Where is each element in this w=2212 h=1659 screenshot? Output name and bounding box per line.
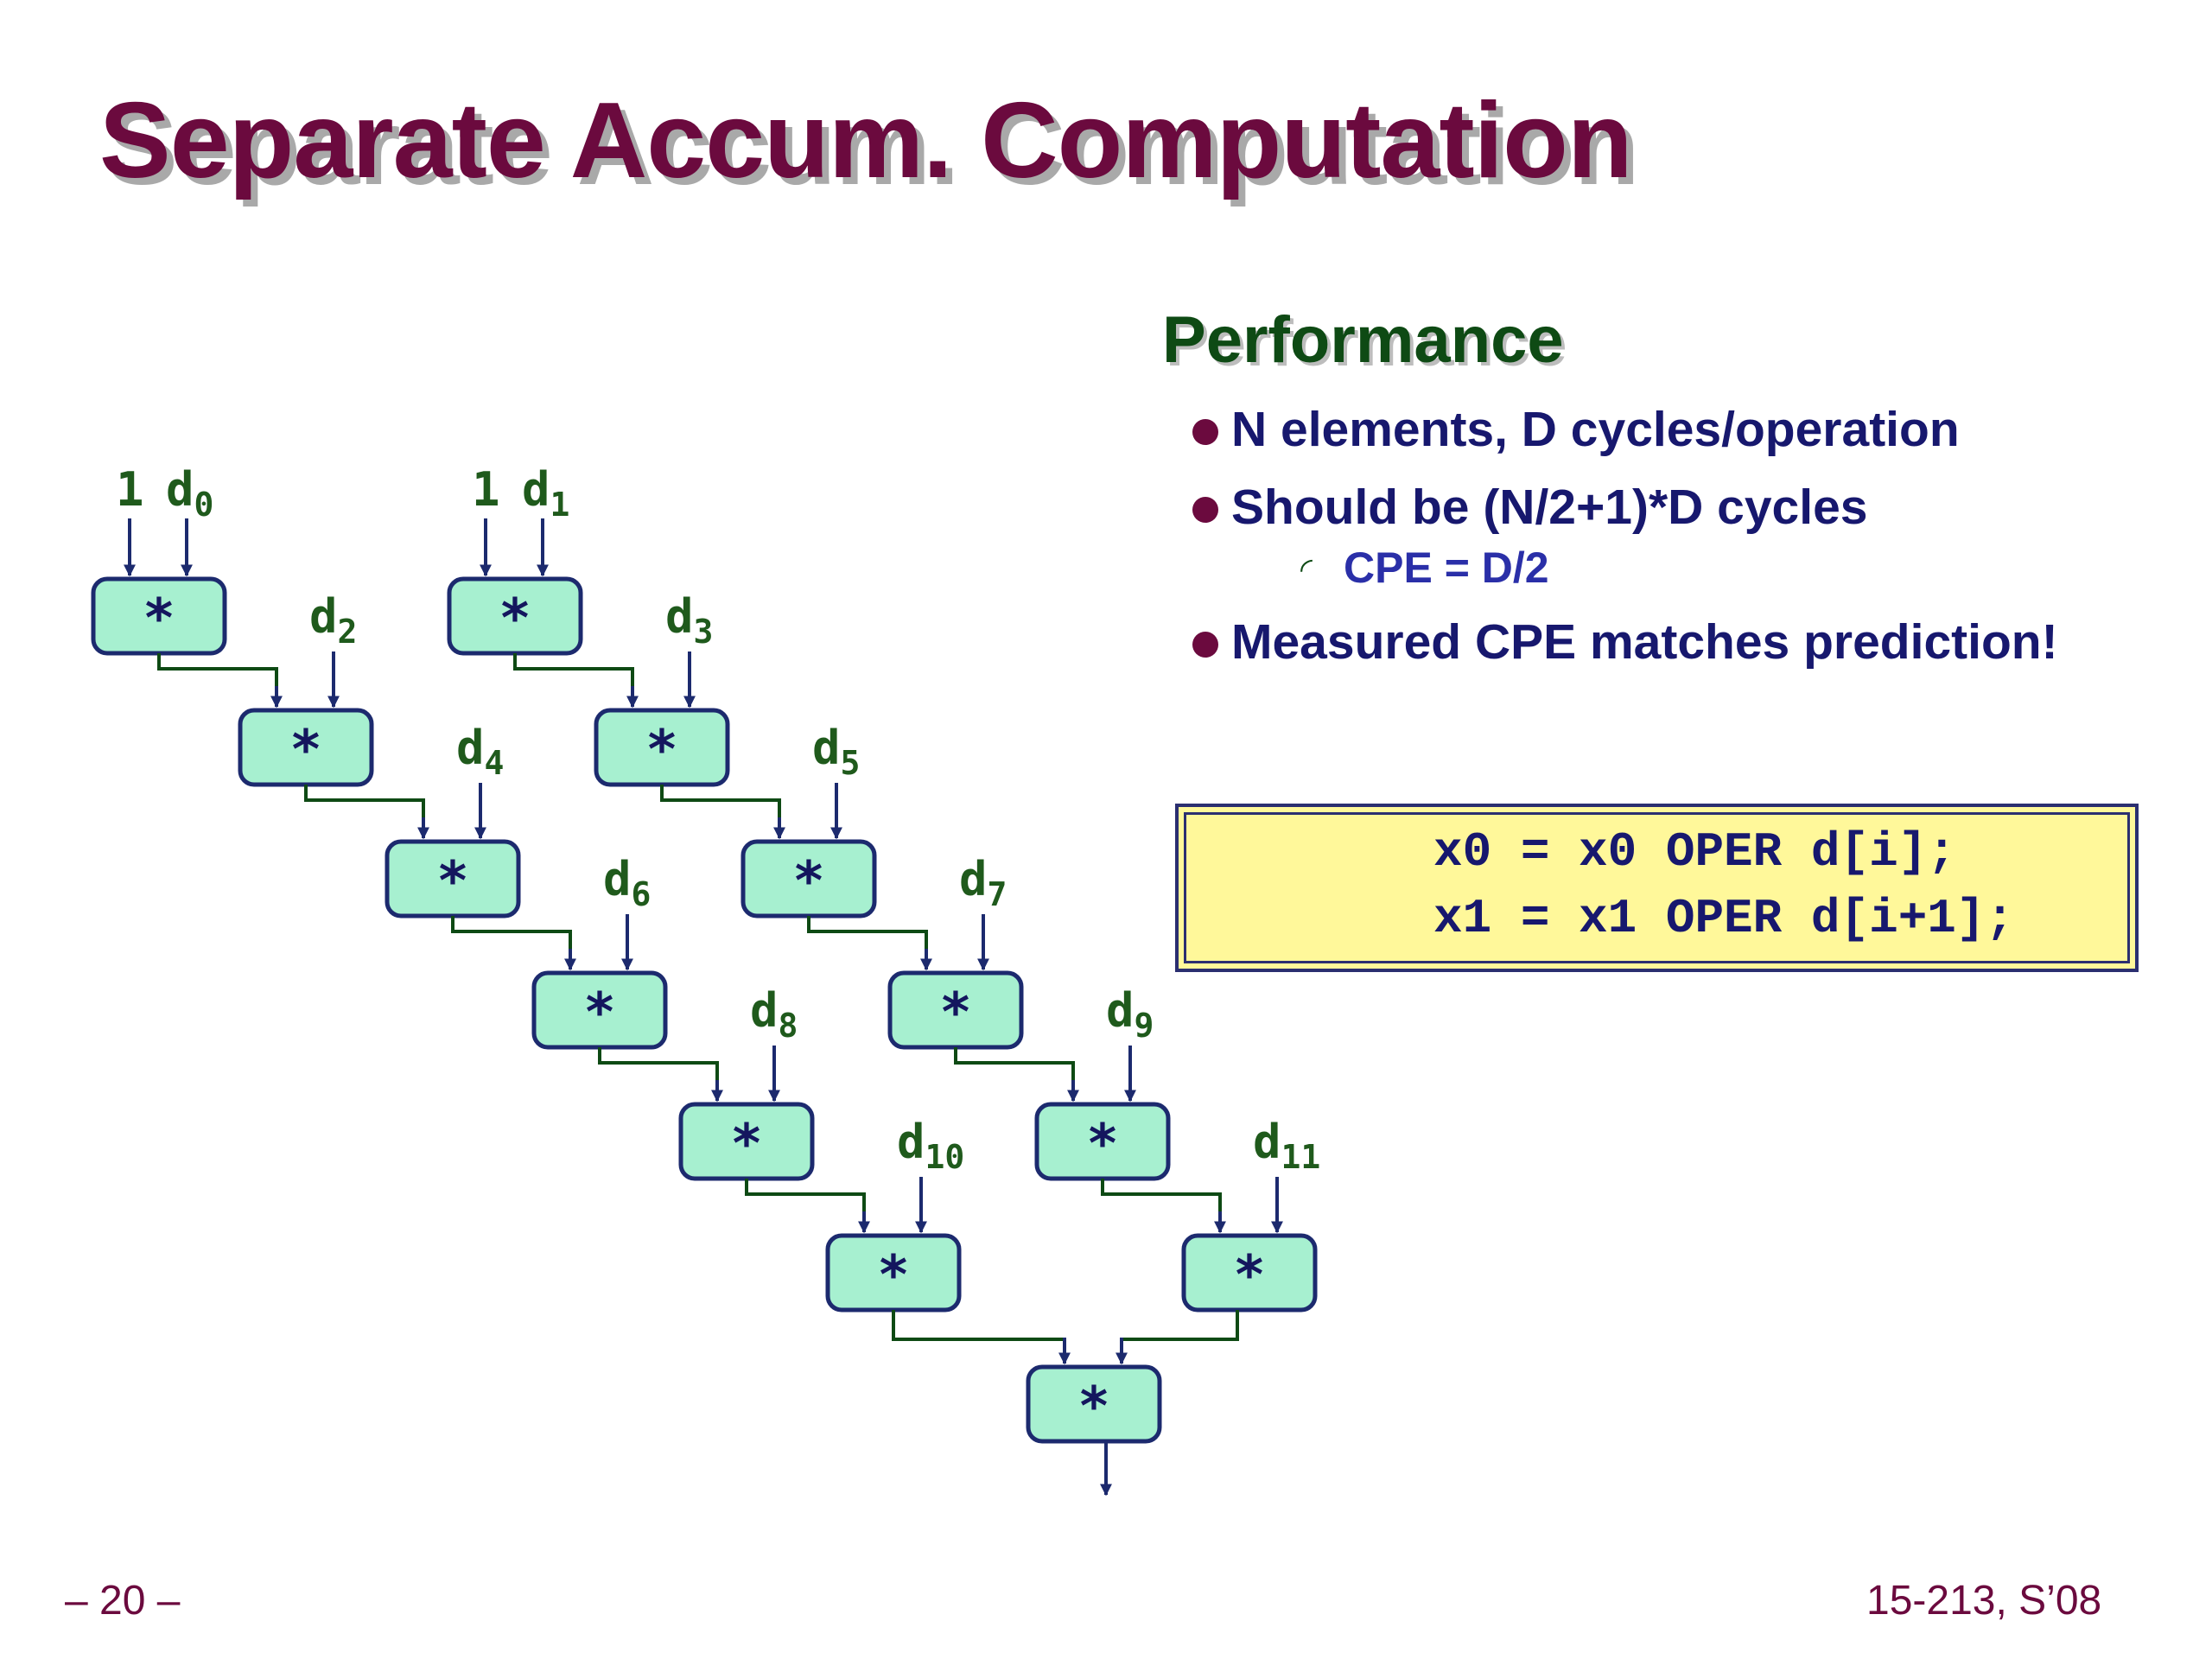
input-label: d5: [812, 721, 860, 782]
bullet-dot-icon: [1192, 497, 1218, 523]
operator-label: *: [645, 718, 677, 781]
input-label: d2: [309, 589, 357, 651]
multiply-node: [1181, 1233, 1318, 1313]
operator-label: *: [436, 849, 468, 912]
bullet-item: N elements, D cycles/operation: [1192, 400, 2143, 459]
operator-label: *: [143, 587, 175, 650]
accumulator-wire: [513, 653, 634, 688]
combine-wire: [1122, 1310, 1239, 1341]
operator-label: *: [1086, 1112, 1118, 1175]
accumulator-wire: [954, 1047, 1075, 1082]
sub-bullet-icon: ◜: [1300, 551, 1313, 587]
operator-label: *: [1233, 1243, 1265, 1306]
operator-label: *: [289, 718, 321, 781]
input-label: d6: [603, 852, 651, 913]
input-label: d10: [897, 1115, 964, 1176]
initial-value-label: 1: [116, 462, 144, 517]
sub-bullet-item: ◜ CPE = D/2: [1231, 542, 2143, 594]
final-combine-node: [1026, 1364, 1162, 1444]
input-label: d1: [522, 462, 569, 524]
code-line-2: x1 = x1 OPER d[i+1];: [1433, 891, 2015, 946]
input-label: d11: [1253, 1115, 1320, 1176]
accumulator-wire: [1101, 1179, 1222, 1213]
bullet-item: Should be (N/2+1)*D cycles ◜ CPE = D/2: [1192, 478, 2143, 594]
accumulator-wire: [745, 1179, 866, 1213]
slide-title: Separate Accum. Computation: [99, 81, 1633, 200]
input-label: d4: [456, 721, 504, 782]
input-label: d8: [750, 983, 798, 1045]
performance-bullets: N elements, D cycles/operation Should be…: [1192, 400, 2143, 690]
combine-wire: [892, 1310, 1065, 1341]
operator-label: *: [939, 981, 971, 1044]
operator-label: *: [730, 1112, 762, 1175]
accumulator-wire: [660, 785, 781, 819]
input-label: d7: [959, 852, 1007, 913]
sub-bullets: ◜ CPE = D/2: [1231, 542, 2143, 594]
sub-bullet-text: CPE = D/2: [1344, 543, 1549, 592]
operator-label: *: [1077, 1375, 1109, 1438]
operator-label: *: [583, 981, 615, 1044]
operator-label: *: [877, 1243, 909, 1306]
bullet-dot-icon: [1192, 419, 1218, 445]
input-label: d9: [1106, 983, 1154, 1045]
bullet-dot-icon: [1192, 632, 1218, 658]
course-label: 15-213, S’08: [1866, 1578, 2102, 1624]
accumulator-wire: [157, 653, 278, 688]
accumulator-wire: [598, 1047, 719, 1082]
bullet-item: Measured CPE matches prediction!: [1192, 613, 2143, 671]
initial-value-label: 1: [472, 462, 500, 517]
page-number: – 20 –: [65, 1578, 181, 1624]
accumulator-wire: [304, 785, 425, 819]
bullet-text: Should be (N/2+1)*D cycles: [1231, 480, 1868, 535]
input-label: d3: [665, 589, 713, 651]
accumulator-wire: [807, 916, 928, 950]
bullet-text: N elements, D cycles/operation: [1231, 402, 1960, 457]
input-label: d0: [166, 462, 213, 524]
operator-label: *: [499, 587, 531, 650]
performance-heading: Performance: [1162, 303, 1564, 377]
bullet-text: Measured CPE matches prediction!: [1231, 614, 2058, 670]
accumulator-wire: [451, 916, 572, 950]
code-line-1: x0 = x0 OPER d[i];: [1433, 824, 1956, 880]
code-box: x0 = x0 OPER d[i]; x1 = x1 OPER d[i+1];: [1175, 804, 2139, 972]
operator-label: *: [792, 849, 824, 912]
